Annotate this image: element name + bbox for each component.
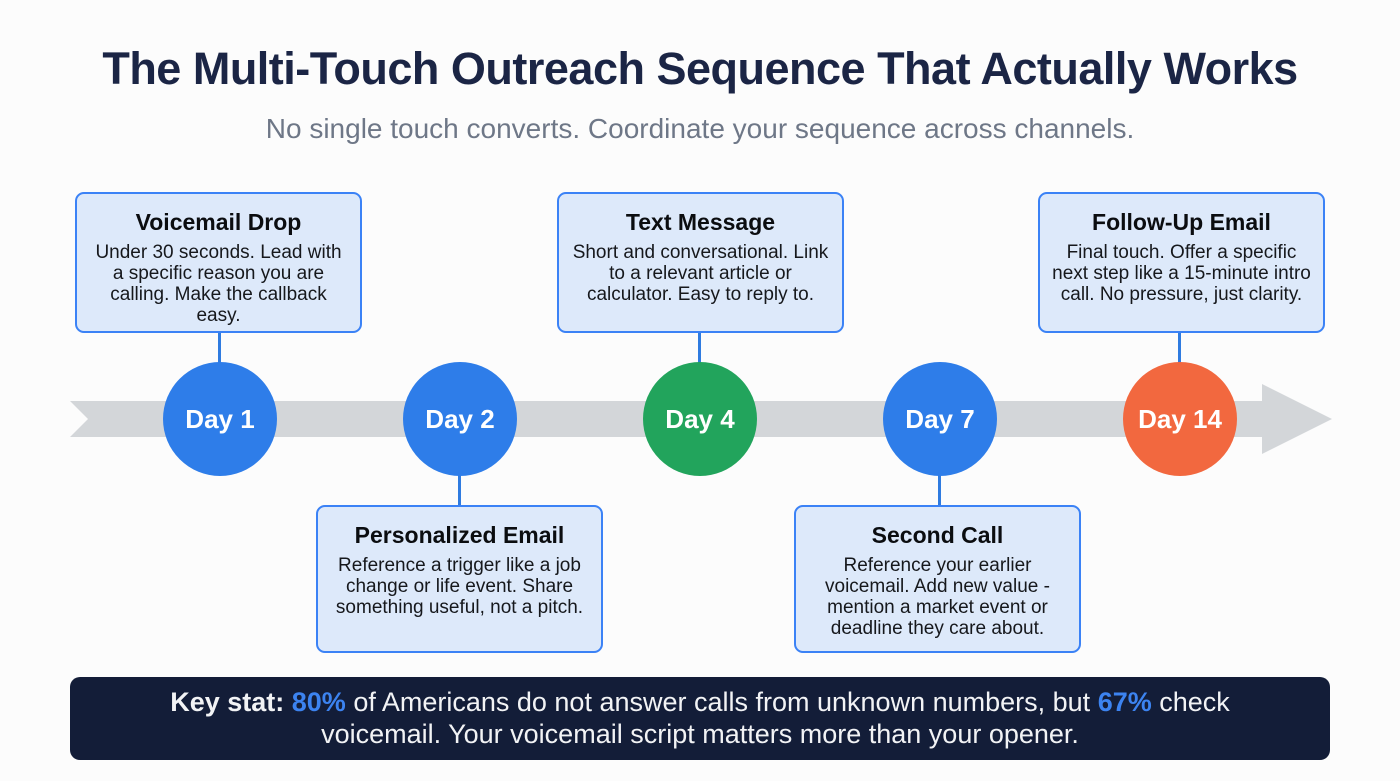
timeline-node-label: Day 7 xyxy=(905,403,975,434)
key-stat-banner: Key stat: 80% of Americans do not answer… xyxy=(70,677,1330,760)
connector-line-follow-up xyxy=(1178,333,1181,363)
key-stat-value-67: 67% xyxy=(1097,686,1152,717)
timeline-node-label: Day 2 xyxy=(425,403,495,434)
card-text-message: Text Message Short and conversational. L… xyxy=(557,192,844,333)
timeline-node-day-14: Day 14 xyxy=(1123,362,1237,476)
key-stat-text: Key stat: 80% of Americans do not answer… xyxy=(105,687,1295,751)
card-body: Reference a trigger like a job change or… xyxy=(335,555,584,619)
key-stat-value-80: 80% xyxy=(291,686,346,717)
card-title: Voicemail Drop xyxy=(135,209,302,235)
timeline-node-label: Day 1 xyxy=(185,403,255,434)
card-title: Personalized Email xyxy=(354,522,565,548)
timeline-node-day-2: Day 2 xyxy=(403,362,517,476)
timeline-node-day-7: Day 7 xyxy=(883,362,997,476)
card-title: Follow-Up Email xyxy=(1092,209,1271,235)
key-stat-label: Key stat: xyxy=(170,686,285,717)
connector-line-second-call xyxy=(938,475,941,506)
card-body: Final touch. Offer a specific next step … xyxy=(1052,242,1311,306)
key-stat-mid: of Americans do not answer calls from un… xyxy=(345,686,1098,717)
card-personalized-email: Personalized Email Reference a trigger l… xyxy=(316,505,603,653)
card-body: Under 30 seconds. Lead with a specific r… xyxy=(95,242,342,327)
connector-line-personalized-email xyxy=(458,475,461,506)
card-title: Text Message xyxy=(625,209,776,235)
card-body: Short and conversational. Link to a rele… xyxy=(572,242,829,306)
connector-line-text-message xyxy=(698,333,701,363)
card-body: Reference your earlier voicemail. Add ne… xyxy=(825,555,1050,640)
card-follow-up-email: Follow-Up Email Final touch. Offer a spe… xyxy=(1038,192,1325,333)
card-title: Second Call xyxy=(871,522,1004,548)
timeline-node-day-4: Day 4 xyxy=(643,362,757,476)
timeline-node-label: Day 14 xyxy=(1138,403,1222,434)
page-title: The Multi-Touch Outreach Sequence That A… xyxy=(102,43,1298,94)
timeline-node-day-1: Day 1 xyxy=(163,362,277,476)
page-subtitle: No single touch converts. Coordinate you… xyxy=(265,113,1135,144)
card-second-call: Second Call Reference your earlier voice… xyxy=(794,505,1081,653)
key-stat-end: check voicemail. Your voicemail script m… xyxy=(321,686,1230,749)
connector-line-voicemail xyxy=(218,333,221,363)
card-voicemail-drop: Voicemail Drop Under 30 seconds. Lead wi… xyxy=(75,192,362,333)
timeline-node-label: Day 4 xyxy=(665,403,735,434)
